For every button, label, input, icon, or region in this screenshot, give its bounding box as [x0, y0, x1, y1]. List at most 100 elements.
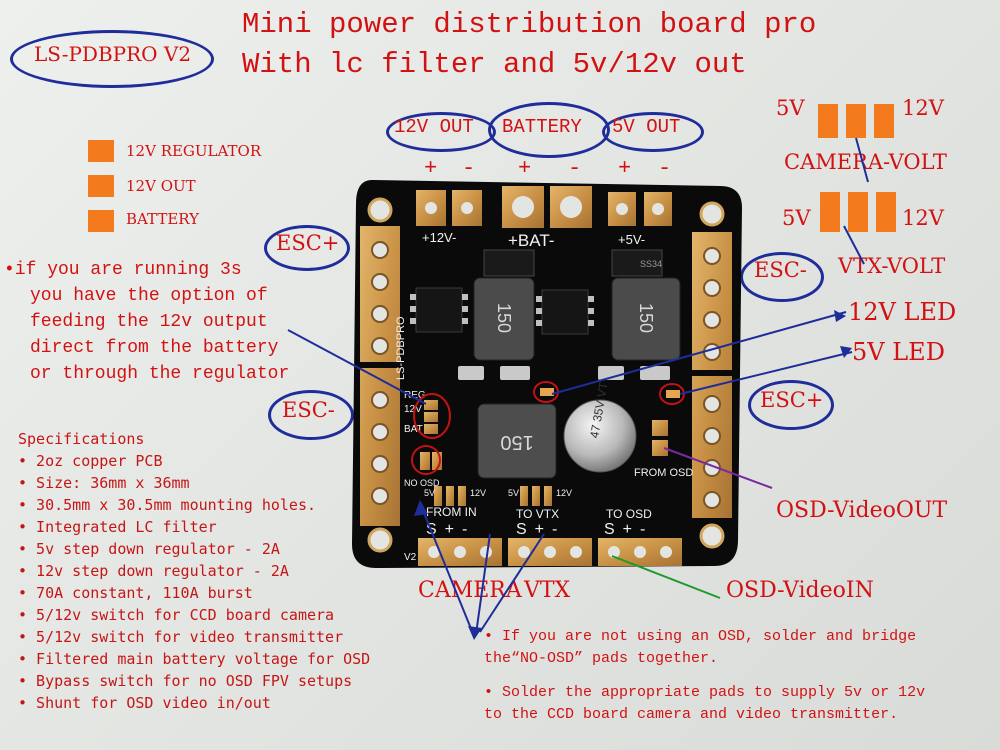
note-bottom-line: • If you are not using an OSD, solder an… — [484, 628, 917, 645]
polarity-minus-5v: - — [658, 156, 672, 181]
reg-select-pads — [420, 400, 442, 470]
inductor-12v: 150 — [473, 277, 535, 361]
silk-12v-side: 12V — [404, 404, 422, 415]
osd-output-pads — [652, 420, 668, 456]
title-line-1: Mini power distribution board pro — [242, 8, 817, 41]
silk-pad-5v: 5V — [424, 488, 435, 498]
silk-pins-b: S+- — [516, 521, 565, 538]
silk-from-in: FROM IN — [426, 505, 477, 519]
spec-item: • 70A constant, 110A burst — [18, 584, 253, 602]
note-3s-line: •if you are running 3s — [4, 260, 242, 280]
camera-pad-1 — [818, 104, 838, 138]
legend-label-12v-regulator: 12V REGULATOR — [126, 142, 262, 160]
silk-bat-side: BAT — [404, 424, 423, 435]
inductor-5v: 150 — [611, 277, 681, 361]
silk-brand: LS-PDBPRO — [395, 316, 407, 380]
polarity-plus-12v: + — [424, 156, 438, 181]
camera-pad-3 — [874, 104, 894, 138]
osd-videoin-label: OSD-VideoIN — [726, 578, 874, 603]
spec-item: • 12v step down regulator - 2A — [18, 562, 289, 580]
silk-to-vtx: TO VTX — [516, 507, 559, 521]
ic-text: SS34 — [640, 259, 662, 269]
esc-tr-ellipse — [740, 252, 824, 302]
led5-label: 5V LED — [852, 338, 945, 366]
silk-5v: +5V- — [618, 232, 645, 247]
legend-swatch-12v-out — [88, 175, 114, 197]
spec-item: • Bypass switch for no OSD FPV setups — [18, 672, 353, 690]
spec-item: • 2oz copper PCB — [18, 452, 163, 470]
silk-pad-12v-b: 12V — [556, 488, 572, 498]
esc-tr-label: ESC- — [754, 258, 807, 282]
vtx-pad-2 — [848, 192, 868, 232]
silk-to-osd: TO OSD — [606, 507, 652, 521]
silk-no-osd: NO OSD — [404, 478, 440, 488]
silk-pad-5v-b: 5V — [508, 488, 519, 498]
polarity-minus-12v: - — [462, 156, 476, 181]
silk-12v: +12V- — [422, 230, 456, 245]
camera-label: CAMERA — [418, 578, 522, 603]
note-bottom-line: • Solder the appropriate pads to supply … — [484, 684, 926, 701]
board-outline — [352, 180, 742, 568]
note-3s-line: direct from the battery — [30, 338, 279, 358]
esc-tl-label: ESC+ — [276, 231, 340, 255]
model-label: LS-PDBPRO V2 — [34, 42, 192, 66]
svg-text:150: 150 — [636, 303, 656, 333]
spec-item: • Size: 36mm x 36mm — [18, 474, 190, 492]
out12-label: 12V OUT — [394, 116, 474, 138]
legend-label-battery: BATTERY — [126, 210, 200, 228]
led12-label: 12V LED — [848, 298, 957, 326]
polarity-plus-5v: + — [618, 156, 632, 181]
silk-v2: V2 — [404, 552, 417, 563]
esc-bl-ellipse — [268, 390, 354, 440]
left-esc-strip — [360, 226, 400, 526]
spec-item: • 5/12v switch for CCD board camera — [18, 606, 335, 624]
polarity-plus-bat: + — [518, 156, 532, 181]
smd-components — [458, 366, 680, 398]
note-3s-line: or through the regulator — [30, 364, 290, 384]
osd-videoout-label: OSD-VideoOUT — [776, 498, 948, 523]
spec-item: • 30.5mm x 30.5mm mounting holes. — [18, 496, 317, 514]
spec-item: • Integrated LC filter — [18, 518, 217, 536]
inductor-lc: 150 — [477, 403, 557, 479]
regulator-chips — [415, 287, 589, 335]
spec-item: • Filtered main battery voltage for OSD — [18, 650, 371, 668]
vtx-volt-12v: 12V — [902, 206, 944, 230]
note-3s-line: feeding the 12v output — [30, 312, 268, 332]
legend-swatch-battery — [88, 210, 114, 232]
silk-from-osd: FROM OSD — [634, 467, 693, 479]
vtx-volt-5v: 5V — [782, 206, 811, 230]
note-3s-line: you have the option of — [30, 286, 268, 306]
silk-pins-a: S+- — [426, 521, 475, 538]
spec-item: • 5v step down regulator - 2A — [18, 540, 280, 558]
note-bottom-line: to the CCD board camera and video transm… — [484, 706, 899, 723]
note-bottom-line: the“NO-OSD” pads together. — [484, 650, 719, 667]
silk-pins-c: S+- — [604, 521, 653, 538]
esc-br-label: ESC+ — [760, 388, 824, 412]
silk-pad-12v: 12V — [470, 488, 486, 498]
svg-text:150: 150 — [494, 303, 514, 333]
spec-item: • 5/12v switch for video transmitter — [18, 628, 344, 646]
esc-bl-label: ESC- — [282, 398, 335, 422]
vtx-pad-3 — [876, 192, 896, 232]
silk-bat: +BAT- — [508, 231, 554, 250]
legend-swatch-12v-regulator — [88, 140, 114, 162]
spec-heading: Specifications — [18, 430, 145, 448]
camera-volt-5v: 5V — [776, 96, 805, 120]
ic-12v — [483, 249, 535, 277]
camera-volt-12v: 12V — [902, 96, 944, 120]
title-line-2: With lc filter and 5v/12v out — [242, 48, 747, 81]
svg-text:150: 150 — [500, 431, 533, 453]
out5-label: 5V OUT — [612, 116, 681, 138]
arrow-heads — [414, 310, 852, 640]
vtx-pad-1 — [820, 192, 840, 232]
right-esc-strip — [692, 232, 732, 518]
esc-br-ellipse — [748, 380, 834, 430]
annotation-lines — [287, 137, 869, 637]
esc-tl-ellipse — [264, 225, 350, 271]
vtx-label: VTX — [524, 578, 571, 603]
polarity-minus-bat: - — [568, 156, 582, 181]
top-power-pads — [416, 186, 672, 228]
ic-5v — [611, 249, 663, 277]
silk-reg: REG — [404, 390, 426, 401]
